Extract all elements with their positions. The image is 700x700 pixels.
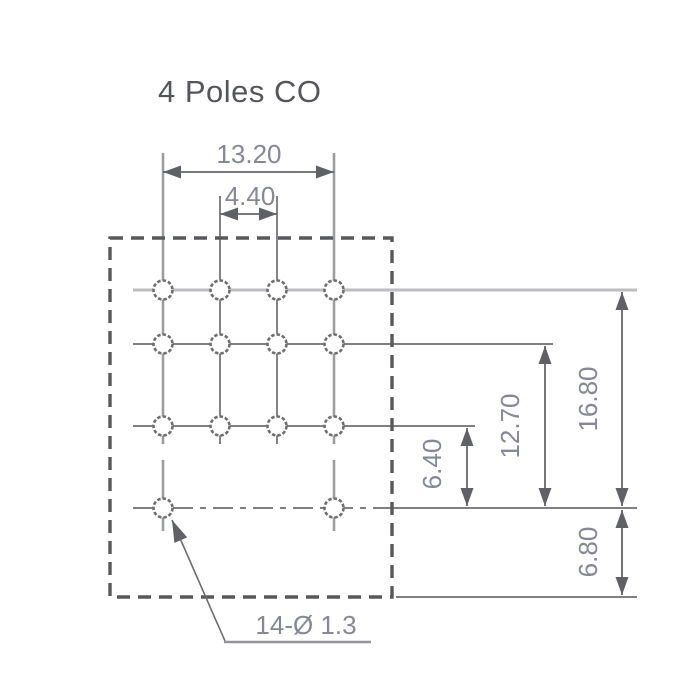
dimension-width-total: 13.20	[163, 139, 334, 179]
dimension-label-height-total: 16.80	[573, 366, 603, 431]
pin-hole	[152, 415, 174, 437]
pin-hole	[152, 497, 174, 519]
pin-hole	[209, 415, 231, 437]
pin-hole	[209, 333, 231, 355]
pin-hole	[323, 415, 345, 437]
pin-hole	[152, 333, 174, 355]
pin-hole	[266, 333, 288, 355]
pin-hole	[152, 279, 174, 301]
pin-hole	[323, 333, 345, 355]
pin-holes	[152, 279, 345, 519]
dimension-label-height-bottom: 6.80	[573, 527, 603, 578]
pin-hole	[323, 497, 345, 519]
pin-hole	[209, 279, 231, 301]
pin-hole	[266, 279, 288, 301]
pin-hole	[266, 415, 288, 437]
leader-line	[171, 519, 226, 642]
pin-hole	[323, 279, 345, 301]
hole-callout: 14-Ø 1.3	[171, 519, 371, 644]
dimension-height-mid: 12.70	[495, 346, 552, 506]
dimension-width-inner: 4.40	[220, 181, 277, 221]
dimension-label-height-small: 6.40	[417, 439, 447, 490]
dimension-height-total: 16.80	[573, 292, 629, 506]
centerlines	[133, 153, 637, 598]
dimension-height-small: 6.40	[417, 428, 474, 506]
hole-callout-label: 14-Ø 1.3	[255, 610, 356, 640]
dimension-label-width-inner: 4.40	[225, 181, 276, 211]
drawing-title: 4 Poles CO	[158, 74, 322, 109]
dimension-label-height-mid: 12.70	[495, 393, 525, 458]
dimension-height-bottom: 6.80	[573, 510, 629, 595]
dimension-label-width-total: 13.20	[216, 139, 281, 169]
component-outline	[108, 236, 394, 599]
